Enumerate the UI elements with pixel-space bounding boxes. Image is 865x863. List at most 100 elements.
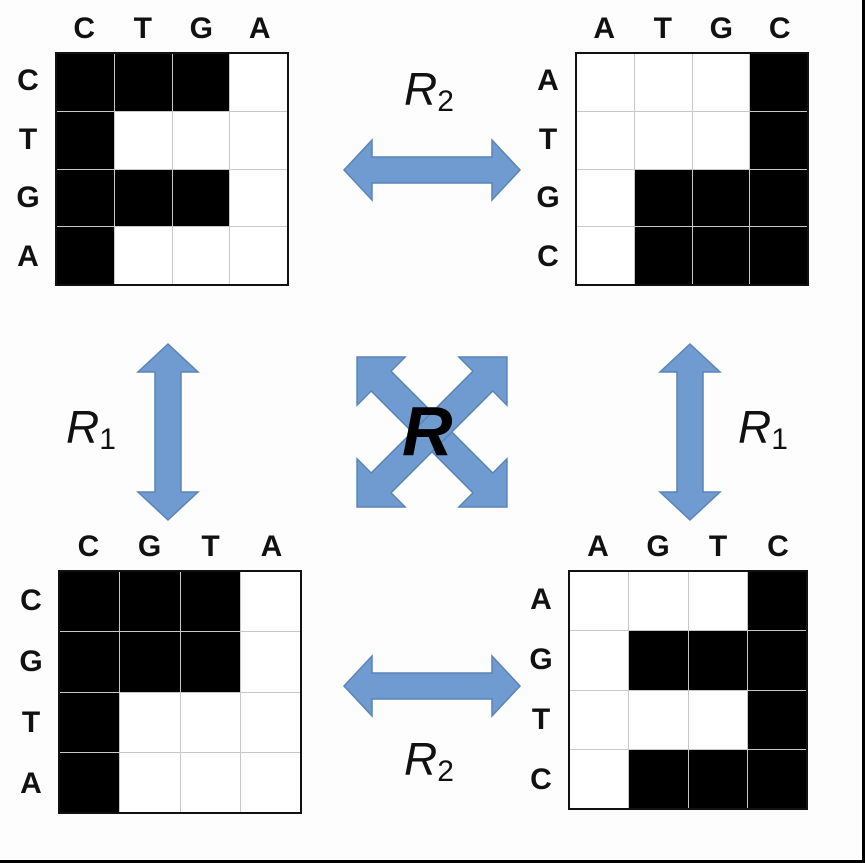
- matrix-cell-empty: [172, 227, 230, 284]
- matrix-grid: [568, 570, 808, 810]
- column-label: C: [767, 530, 789, 563]
- matrix-cell-empty: [230, 111, 287, 169]
- row-label: A: [530, 583, 552, 616]
- matrix-cell-empty: [577, 169, 634, 227]
- matrix-cell-empty: [570, 690, 629, 749]
- column-label: C: [73, 12, 96, 45]
- matrix-cell-filled: [60, 572, 120, 632]
- matrix-grid: [575, 52, 809, 286]
- row-label: G: [536, 181, 560, 215]
- matrix-cell-filled: [180, 572, 240, 632]
- matrix-cell-empty: [577, 111, 634, 169]
- relation-label-center: R: [402, 392, 453, 470]
- matrix-cell-empty: [688, 572, 747, 631]
- row-label: A: [17, 239, 39, 273]
- matrix-cell-empty: [688, 690, 747, 749]
- matrix-cell-empty: [634, 111, 692, 169]
- matrix-cell-filled: [57, 227, 114, 284]
- matrix-cell-filled: [692, 227, 750, 284]
- matrix-cell-filled: [60, 692, 120, 752]
- matrix-cell-empty: [577, 227, 634, 284]
- matrix-cell-empty: [120, 692, 180, 752]
- row-label: C: [17, 64, 39, 98]
- column-label: A: [248, 12, 271, 45]
- row-label: T: [538, 122, 558, 156]
- matrix-cell-filled: [747, 572, 806, 631]
- relation-label-bottom: R2: [404, 733, 454, 788]
- column-label: T: [653, 12, 672, 45]
- column-label: G: [646, 530, 670, 563]
- matrix-cell-empty: [230, 54, 287, 111]
- matrix-cell-filled: [747, 631, 806, 690]
- matrix-grid: [58, 570, 302, 814]
- matrix-cell-filled: [120, 632, 180, 692]
- matrix-cell-empty: [629, 690, 688, 749]
- matrix-cell-empty: [240, 632, 300, 692]
- matrix-cell-filled: [114, 169, 172, 227]
- row-label: C: [537, 239, 559, 273]
- matrix-cell-empty: [692, 111, 750, 169]
- matrix-cell-filled: [60, 632, 120, 692]
- column-label: G: [137, 530, 162, 563]
- column-label: G: [189, 12, 213, 45]
- matrix-cell-empty: [114, 227, 172, 284]
- matrix-cell-empty: [172, 111, 230, 169]
- matrix-cell-filled: [57, 111, 114, 169]
- double-arrow-left: [137, 343, 199, 521]
- image-border-right: [862, 0, 865, 863]
- double-arrow-top: [343, 139, 521, 201]
- matrix-cell-filled: [750, 54, 807, 111]
- matrix-cell-filled: [57, 169, 114, 227]
- matrix-cell-filled: [180, 632, 240, 692]
- matrix-cell-filled: [629, 631, 688, 690]
- matrix-cell-filled: [747, 690, 806, 749]
- column-label: T: [133, 12, 152, 45]
- matrix-cell-empty: [120, 752, 180, 812]
- matrix-cell-empty: [180, 692, 240, 752]
- matrix-cell-filled: [172, 169, 230, 227]
- matrix-cell-filled: [629, 749, 688, 808]
- row-label: A: [20, 766, 42, 800]
- matrix-cell-empty: [180, 752, 240, 812]
- row-label: C: [530, 763, 552, 796]
- matrix-cell-empty: [692, 54, 750, 111]
- relation-label-left: R1: [66, 401, 116, 456]
- column-label: A: [593, 12, 616, 45]
- matrix-cell-filled: [60, 752, 120, 812]
- matrix-cell-empty: [240, 752, 300, 812]
- matrix-cell-empty: [230, 227, 287, 284]
- row-label: T: [531, 703, 551, 736]
- matrix-cell-filled: [750, 227, 807, 284]
- matrix-cell-filled: [172, 54, 230, 111]
- matrix-cell-filled: [120, 572, 180, 632]
- matrix-cell-filled: [750, 169, 807, 227]
- column-label: A: [260, 530, 283, 563]
- matrix-cell-empty: [570, 631, 629, 690]
- row-label: T: [18, 122, 38, 156]
- matrix-cell-empty: [230, 169, 287, 227]
- row-label: C: [20, 583, 42, 617]
- relation-label-right: R1: [738, 401, 788, 456]
- row-label: G: [16, 181, 40, 215]
- column-label: G: [709, 12, 733, 45]
- row-label: G: [19, 644, 43, 678]
- matrix-cell-empty: [634, 54, 692, 111]
- double-arrow-right: [659, 343, 721, 521]
- matrix-cell-filled: [688, 749, 747, 808]
- matrix-cell-filled: [114, 54, 172, 111]
- matrix-cell-empty: [570, 572, 629, 631]
- matrix-cell-filled: [688, 631, 747, 690]
- row-label: G: [529, 643, 553, 676]
- relation-label-top: R2: [404, 63, 454, 118]
- matrix-cell-empty: [570, 749, 629, 808]
- row-label: A: [537, 64, 559, 98]
- matrix-cell-filled: [634, 227, 692, 284]
- matrix-cell-empty: [629, 572, 688, 631]
- matrix-cell-empty: [240, 692, 300, 752]
- column-label: T: [708, 530, 728, 563]
- matrix-cell-empty: [240, 572, 300, 632]
- matrix-grid: [55, 52, 289, 286]
- column-label: T: [201, 530, 220, 563]
- matrix-cell-filled: [634, 169, 692, 227]
